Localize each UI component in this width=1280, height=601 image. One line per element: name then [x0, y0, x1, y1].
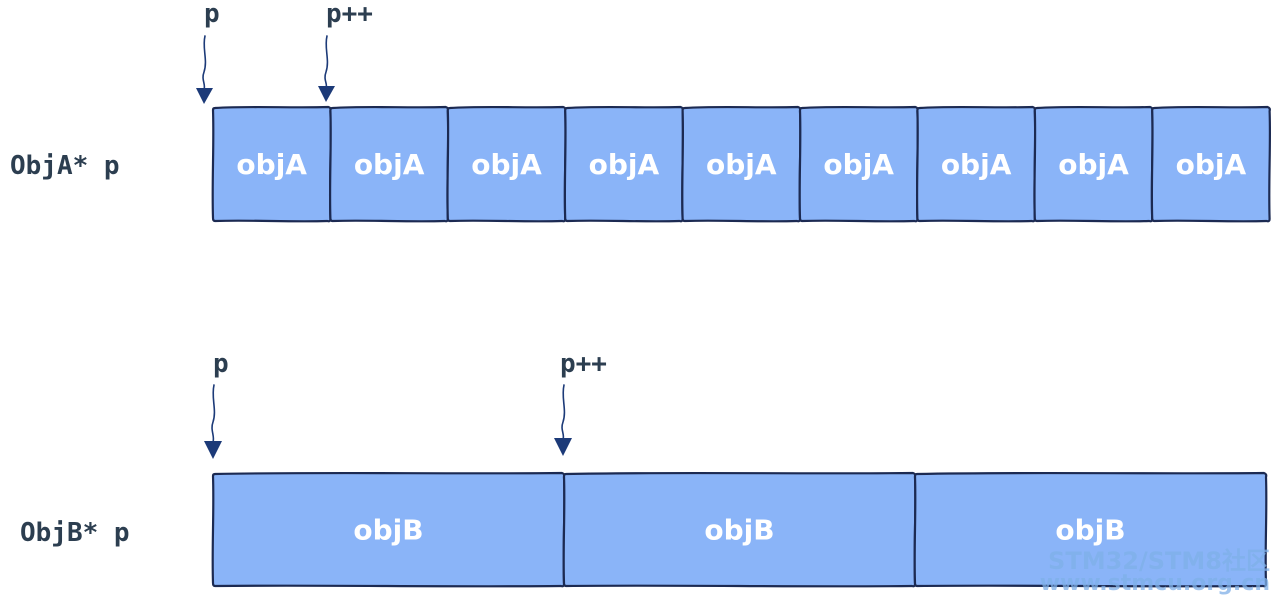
row-b-cell-label-3: objB — [1055, 514, 1125, 547]
row-b-pointer-p-label: p — [213, 349, 229, 379]
row-b-cell-3 — [913, 471, 1268, 588]
row-b-cells: objB objB objB — [211, 471, 1268, 588]
watermark: STM32/STM8社区 www.stmcu.org.cn — [1040, 549, 1270, 595]
row-a-cell-1 — [211, 105, 332, 223]
row-a-cell-label-2: objA — [354, 148, 425, 181]
row-b-pointer-next-arrow-icon — [554, 384, 572, 456]
row-a-cell-7 — [915, 105, 1037, 223]
row-a-cell-8 — [1033, 105, 1154, 223]
row-a-type-label: ObjA* p — [10, 151, 120, 181]
row-a-cell-label-8: objA — [1058, 148, 1129, 181]
row-b: ObjB* p p p++ objB objB objB — [20, 349, 1268, 588]
row-b-cell-label-2: objB — [704, 514, 774, 547]
row-a-pointer-p-label: p — [204, 0, 220, 29]
row-b-type-label: ObjB* p — [20, 518, 130, 548]
row-a-cell-9 — [1150, 105, 1272, 223]
row-b-pointer-p-arrow-icon — [204, 384, 222, 459]
row-b-pointer-next-label: p++ — [560, 349, 607, 379]
row-a-cell-label-4: objA — [589, 148, 660, 181]
row-b-cell-2 — [562, 471, 917, 588]
row-b-cell-label-1: objB — [353, 514, 423, 547]
row-a-cell-label-3: objA — [471, 148, 542, 181]
row-a-cell-2 — [328, 105, 450, 223]
row-a-cells: objA objA objA objA objA objA objA objA objA — [211, 105, 1272, 223]
row-a-cell-5 — [681, 105, 802, 223]
row-a-cell-label-6: objA — [823, 148, 894, 181]
row-a-pointer-p-arrow-icon — [196, 35, 213, 104]
row-a-cell-label-7: objA — [941, 148, 1012, 181]
watermark-line1: STM32/STM8社区 — [1048, 547, 1270, 575]
row-a-cell-label-5: objA — [706, 148, 777, 181]
row-a-cell-label-9: objA — [1176, 148, 1247, 181]
watermark-line2: www.stmcu.org.cn — [1039, 571, 1270, 596]
row-a-cell-label-1: objA — [236, 148, 307, 181]
row-a-pointer-next-arrow-icon — [318, 35, 335, 102]
row-b-cell-1 — [211, 471, 566, 588]
row-a-cell-4 — [563, 105, 685, 223]
row-a-cell-6 — [798, 105, 919, 223]
row-a-pointer-next-label: p++ — [326, 0, 373, 29]
row-a-cell-3 — [446, 105, 567, 223]
